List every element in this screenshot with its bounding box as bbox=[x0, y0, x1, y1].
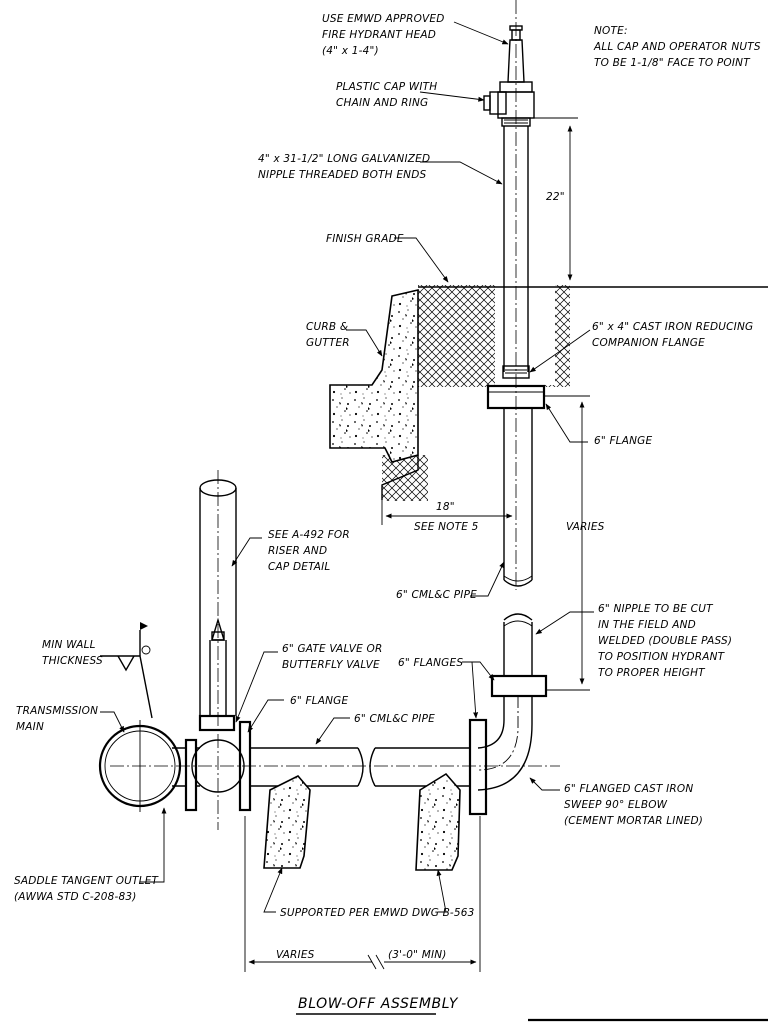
elbow-flange bbox=[468, 718, 488, 816]
plastic-cap-label-2: CHAIN AND RING bbox=[336, 97, 428, 109]
gate-valve-label-2: BUTTERFLY VALVE bbox=[282, 659, 380, 671]
elbow-label-1: 6" FLANGED CAST IRON bbox=[564, 783, 693, 795]
riser-pipe bbox=[199, 488, 237, 716]
nipple-cut-label-4: TO POSITION HYDRANT bbox=[598, 651, 726, 663]
cml-pipe-upper bbox=[503, 408, 533, 580]
note-line-1: ALL CAP AND OPERATOR NUTS bbox=[593, 41, 761, 53]
dimensions bbox=[244, 117, 590, 972]
transmission-main-label-1: TRANSMISSION bbox=[16, 705, 98, 717]
nipple-cut-label-5: TO PROPER HEIGHT bbox=[598, 667, 706, 679]
supported-label: SUPPORTED PER EMWD DWG B-563 bbox=[280, 907, 475, 919]
upper-flange bbox=[486, 384, 546, 410]
reducing-flange bbox=[502, 365, 530, 379]
min-wall-label-1: MIN WALL bbox=[42, 639, 96, 651]
dim-18-label: 18" bbox=[436, 501, 455, 513]
horizontal-pipe bbox=[98, 470, 560, 871]
varies-bottom-label: VARIES bbox=[276, 949, 315, 961]
valve-flange bbox=[238, 720, 252, 812]
trench-opening bbox=[495, 285, 555, 385]
nipple-cut-label-2: IN THE FIELD AND bbox=[598, 619, 696, 631]
support-block-2 bbox=[415, 772, 461, 871]
reducing-flange-label-1: 6" x 4" CAST IRON REDUCING bbox=[592, 321, 753, 333]
hydrant-head-label-2: FIRE HYDRANT HEAD bbox=[322, 29, 436, 41]
support-block-1 bbox=[263, 775, 311, 869]
curb-label-1: CURB & bbox=[306, 321, 348, 333]
valve-bonnet-flange bbox=[198, 714, 236, 732]
elbow-label-2: SWEEP 90° ELBOW bbox=[564, 799, 668, 811]
gate-valve-label-1: 6" GATE VALVE OR bbox=[282, 643, 382, 655]
see-a492-label-3: CAP DETAIL bbox=[268, 561, 330, 573]
leaders bbox=[100, 21, 594, 913]
nipple-cut-label-1: 6" NIPPLE TO BE CUT bbox=[598, 603, 714, 615]
ground-section bbox=[329, 285, 768, 501]
see-a492-label-1: SEE A-492 FOR bbox=[268, 529, 350, 541]
hydrant-head-label-1: USE EMWD APPROVED bbox=[322, 13, 445, 25]
note-block: NOTE: ALL CAP AND OPERATOR NUTS TO BE 1-… bbox=[593, 25, 761, 69]
flange-lower-label: 6" FLANGE bbox=[290, 695, 349, 707]
min-wall-label-2: THICKNESS bbox=[42, 655, 103, 667]
transmission-main-label-2: MAIN bbox=[16, 721, 44, 733]
see-a492-label-2: RISER AND bbox=[268, 545, 327, 557]
cml-pipe-lower bbox=[250, 747, 358, 787]
nipple-label-1: 4" x 31-1/2" LONG GALVANIZED bbox=[258, 153, 430, 165]
note-line-2: TO BE 1-1/8" FACE TO POINT bbox=[594, 57, 751, 69]
flanges-label: 6" FLANGES bbox=[398, 657, 463, 669]
varies-vertical-label: VARIES bbox=[566, 521, 605, 533]
soil-hatch-lower bbox=[382, 455, 428, 501]
dim-22-label: 22" bbox=[546, 191, 565, 203]
cml-pipe-upper-label: 6" CML&C PIPE bbox=[396, 589, 477, 601]
sweep-elbow-outer bbox=[477, 696, 533, 791]
nipple-label-2: NIPPLE THREADED BOTH ENDS bbox=[258, 169, 426, 181]
elbow-assembly bbox=[468, 613, 548, 816]
drawing-title: BLOW-OFF ASSEMBLY bbox=[298, 996, 459, 1012]
min-3ft-label: (3'-0" MIN) bbox=[388, 949, 447, 961]
curb-and-gutter bbox=[329, 288, 419, 463]
curb-label-2: GUTTER bbox=[306, 337, 350, 349]
galvanized-nipple bbox=[503, 126, 529, 372]
flange-upper-label: 6" FLANGE bbox=[594, 435, 653, 447]
weld-symbol bbox=[100, 622, 153, 719]
nipple-cut-label-3: WELDED (DOUBLE PASS) bbox=[598, 635, 732, 647]
elbow-label-3: (CEMENT MORTAR LINED) bbox=[564, 815, 703, 827]
saddle-label-2: (AWWA STD C-208-83) bbox=[14, 891, 137, 903]
field-cut-nipple bbox=[503, 622, 533, 676]
see-note-5-label: SEE NOTE 5 bbox=[414, 521, 479, 533]
saddle-label-1: SADDLE TANGENT OUTLET bbox=[14, 875, 160, 887]
cml-pipe-lower-label: 6" CML&C PIPE bbox=[354, 713, 435, 725]
finish-grade-label: FINISH GRADE bbox=[326, 233, 404, 245]
hydrant-head-label-3: (4" x 1-4") bbox=[322, 45, 379, 57]
note-heading: NOTE: bbox=[594, 25, 628, 37]
plastic-cap-label-1: PLASTIC CAP WITH bbox=[336, 81, 437, 93]
reducing-flange-label-2: COMPANION FLANGE bbox=[592, 337, 705, 349]
sweep-elbow-inner bbox=[477, 696, 505, 749]
nipple-flange bbox=[490, 674, 548, 698]
hydrant-assembly bbox=[483, 0, 546, 590]
